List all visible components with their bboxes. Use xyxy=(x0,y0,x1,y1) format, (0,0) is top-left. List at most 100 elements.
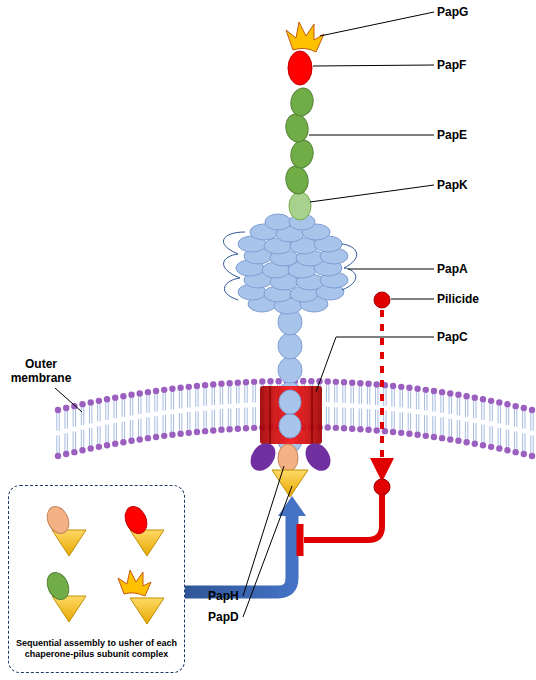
lipid-tail xyxy=(138,419,139,437)
usher-barrel xyxy=(260,386,322,444)
lipid-tail xyxy=(220,387,221,405)
lipid-tail xyxy=(81,407,82,425)
lipid-tail xyxy=(386,388,387,406)
assembly-arrow xyxy=(185,515,292,592)
lipid-tail xyxy=(342,408,343,426)
lipid-tail xyxy=(369,387,370,405)
barrel-strand xyxy=(269,386,270,444)
lipid-tail xyxy=(91,428,92,446)
lipid-head xyxy=(333,425,339,431)
lipid-tail xyxy=(130,420,131,438)
lipid-tail xyxy=(500,428,501,446)
lipid-tail xyxy=(337,407,338,425)
lipid-tail xyxy=(114,423,115,441)
lipid-head xyxy=(186,430,192,436)
lipid-tail xyxy=(114,401,115,419)
leader-line xyxy=(320,12,434,36)
lipid-head xyxy=(463,393,469,399)
lipid-tail xyxy=(97,404,98,422)
lipid-tail xyxy=(410,413,411,431)
leader-line xyxy=(309,135,434,136)
lipid-tail xyxy=(326,385,327,403)
lipid-tail xyxy=(416,414,417,432)
lipid-tail xyxy=(206,410,207,428)
lipid-head xyxy=(406,431,412,437)
lipid-tail xyxy=(402,390,403,408)
lipid-head xyxy=(153,388,159,394)
lipid-tail xyxy=(481,425,482,443)
lipid-tail xyxy=(351,386,352,404)
lipid-tail xyxy=(122,422,123,440)
subunit-icon xyxy=(121,503,151,537)
lipid-head xyxy=(472,394,478,400)
barrel-strands xyxy=(270,386,312,444)
lipid-tail xyxy=(171,414,172,432)
lipid-tail xyxy=(56,435,57,453)
lipid-tail xyxy=(449,396,450,414)
lipid-tail xyxy=(189,412,190,430)
lipid-tail xyxy=(377,410,378,428)
lipid-head xyxy=(79,447,85,453)
lipid-head xyxy=(349,379,355,385)
lipid-tail xyxy=(255,385,256,403)
leader-line xyxy=(316,337,434,392)
lipid-head xyxy=(235,379,241,385)
part-label: PapH xyxy=(208,589,248,603)
lipid-tail xyxy=(426,393,427,411)
lipid-tail xyxy=(214,410,215,428)
papf-subunit xyxy=(288,51,312,85)
lipid-tail xyxy=(359,386,360,404)
lipid-tail xyxy=(67,411,68,429)
lipid-tail xyxy=(533,435,534,453)
lipid-tail xyxy=(440,395,441,413)
lipid-head xyxy=(333,379,339,385)
lipid-head xyxy=(488,398,494,404)
part-label: Pilicide xyxy=(437,292,517,306)
lipid-tail xyxy=(149,395,150,413)
lipid-tail xyxy=(443,417,444,435)
lipid-head xyxy=(496,399,502,405)
lipid-tail xyxy=(165,393,166,411)
leader-line xyxy=(391,299,434,300)
lipid-tail xyxy=(247,408,248,426)
lipid-tail xyxy=(473,423,474,441)
lipid-tail xyxy=(435,394,436,412)
lipid-head xyxy=(324,424,330,430)
lipid-tail xyxy=(500,406,501,424)
lipid-tail xyxy=(230,409,231,427)
lipid-tail xyxy=(247,385,248,403)
lipid-head xyxy=(145,435,151,441)
chaperone-icon xyxy=(52,596,86,622)
lipid-tail xyxy=(498,428,499,446)
lipid-tail xyxy=(171,392,172,410)
lipid-head xyxy=(529,453,535,459)
lipid-tail xyxy=(351,408,352,426)
lipid-head xyxy=(374,381,380,387)
lipid-tail xyxy=(400,412,401,430)
lipid-tail xyxy=(179,391,180,409)
lipid-tail xyxy=(116,401,117,419)
lipid-head xyxy=(202,428,208,434)
lipid-head xyxy=(210,427,216,433)
paph-subunit xyxy=(278,444,298,472)
lipid-tail xyxy=(367,409,368,427)
lipid-tail xyxy=(334,385,335,403)
lipid-tail xyxy=(222,387,223,405)
lipid-tail xyxy=(489,404,490,422)
lipid-tail xyxy=(525,433,526,451)
lipid-tail xyxy=(440,417,441,435)
lipid-tail xyxy=(394,389,395,407)
lipid-tail xyxy=(124,399,125,417)
lipid-head xyxy=(300,378,306,384)
lipid-tail xyxy=(105,425,106,443)
lipid-head xyxy=(87,445,93,451)
lipid-tail xyxy=(424,415,425,433)
lipid-tail xyxy=(516,431,517,449)
lipid-tail xyxy=(173,414,174,432)
lipid-tail xyxy=(124,422,125,440)
lipid-tail xyxy=(459,398,460,416)
lipid-tail xyxy=(359,409,360,427)
lipid-tail xyxy=(238,408,239,426)
part-label: PapF xyxy=(437,58,517,72)
lipid-tail xyxy=(163,415,164,433)
